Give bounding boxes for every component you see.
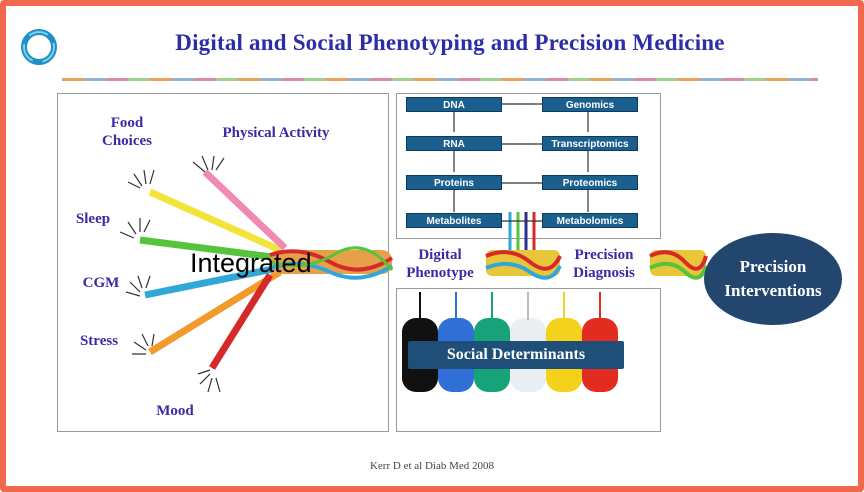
omics-dna: DNA (406, 97, 502, 112)
stress-strand (148, 269, 282, 355)
omics-proteins: Proteins (406, 175, 502, 190)
food-choices-label: Food Choices (102, 115, 152, 149)
citation: Kerr D et al Diab Med 2008 (369, 460, 495, 472)
title-divider (62, 78, 818, 81)
precision-diagnosis-label: Precision Diagnosis (573, 247, 635, 281)
mood-label: Mood (156, 403, 194, 419)
integrated-label: Integrated (190, 248, 312, 278)
sleep-strand (139, 236, 281, 262)
social-determinants-label: Social Determinants (408, 341, 624, 369)
sleep-label: Sleep (75, 211, 111, 227)
cgm-strand (144, 264, 279, 299)
wire-tips (119, 155, 225, 393)
stress-label: Stress (79, 333, 119, 349)
slide-title: Digital and Social Phenotyping and Preci… (175, 30, 725, 55)
precision-interventions-oval: Precision Interventions (704, 233, 842, 325)
outcome-line-2: Interventions (724, 281, 822, 300)
digital-phenotype-label: Digital Phenotype (406, 247, 474, 281)
outcome-line-1: Precision (739, 257, 807, 276)
cgm-label: CGM (82, 275, 120, 291)
omics-metabolomics: Metabolomics (542, 213, 638, 228)
omics-rna: RNA (406, 136, 502, 151)
logo-ring-icon (21, 29, 57, 65)
physical-activity-label: Physical Activity (222, 125, 330, 141)
omics-genomics: Genomics (542, 97, 638, 112)
activity-strand (202, 169, 288, 251)
food-strand (148, 188, 282, 254)
mood-strand (209, 273, 273, 370)
omics-metabolites: Metabolites (406, 213, 502, 228)
omics-proteomics: Proteomics (542, 175, 638, 190)
omics-transcriptomics: Transcriptomics (542, 136, 638, 151)
